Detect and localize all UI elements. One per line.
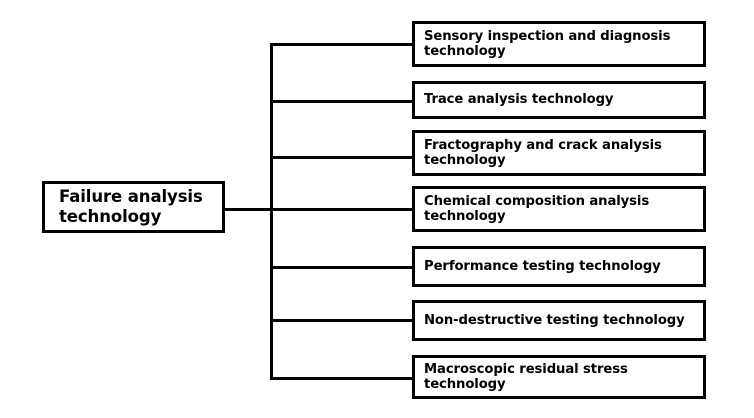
node-child-5-label: Performance testing technology [424, 258, 661, 274]
connector-branch-2 [270, 100, 412, 103]
node-child-sensory-inspection-and-diagnosis-technology[interactable]: Sensory inspection and diagnosis technol… [412, 21, 706, 67]
node-child-7-label: Macroscopic residual stress technology [424, 361, 628, 392]
connector-branch-4 [270, 208, 412, 211]
node-child-non-destructive-testing-technology[interactable]: Non-destructive testing technology [412, 300, 706, 341]
node-child-macroscopic-residual-stress-technology[interactable]: Macroscopic residual stress technology [412, 355, 706, 399]
node-child-fractography-and-crack-analysis-technology[interactable]: Fractography and crack analysis technolo… [412, 130, 706, 176]
connector-branch-3 [270, 156, 412, 159]
node-child-trace-analysis-technology[interactable]: Trace analysis technology [412, 81, 706, 119]
node-child-1-label: Sensory inspection and diagnosis technol… [424, 28, 671, 59]
node-child-chemical-composition-analysis-technology[interactable]: Chemical composition analysis technology [412, 186, 706, 232]
node-root-failure-analysis-technology[interactable]: Failure analysis technology [42, 181, 225, 233]
node-child-6-label: Non-destructive testing technology [424, 312, 685, 328]
connector-vertical-trunk [270, 43, 273, 380]
connector-root-stem [225, 208, 273, 211]
node-child-performance-testing-technology[interactable]: Performance testing technology [412, 246, 706, 287]
connector-branch-7 [270, 377, 412, 380]
node-child-3-label: Fractography and crack analysis technolo… [424, 137, 662, 168]
node-child-2-label: Trace analysis technology [424, 92, 614, 108]
connector-branch-6 [270, 319, 412, 322]
connector-branch-5 [270, 266, 412, 269]
node-child-4-label: Chemical composition analysis technology [424, 193, 650, 224]
node-root-label: Failure analysis technology [59, 187, 203, 226]
connector-branch-1 [270, 43, 412, 46]
